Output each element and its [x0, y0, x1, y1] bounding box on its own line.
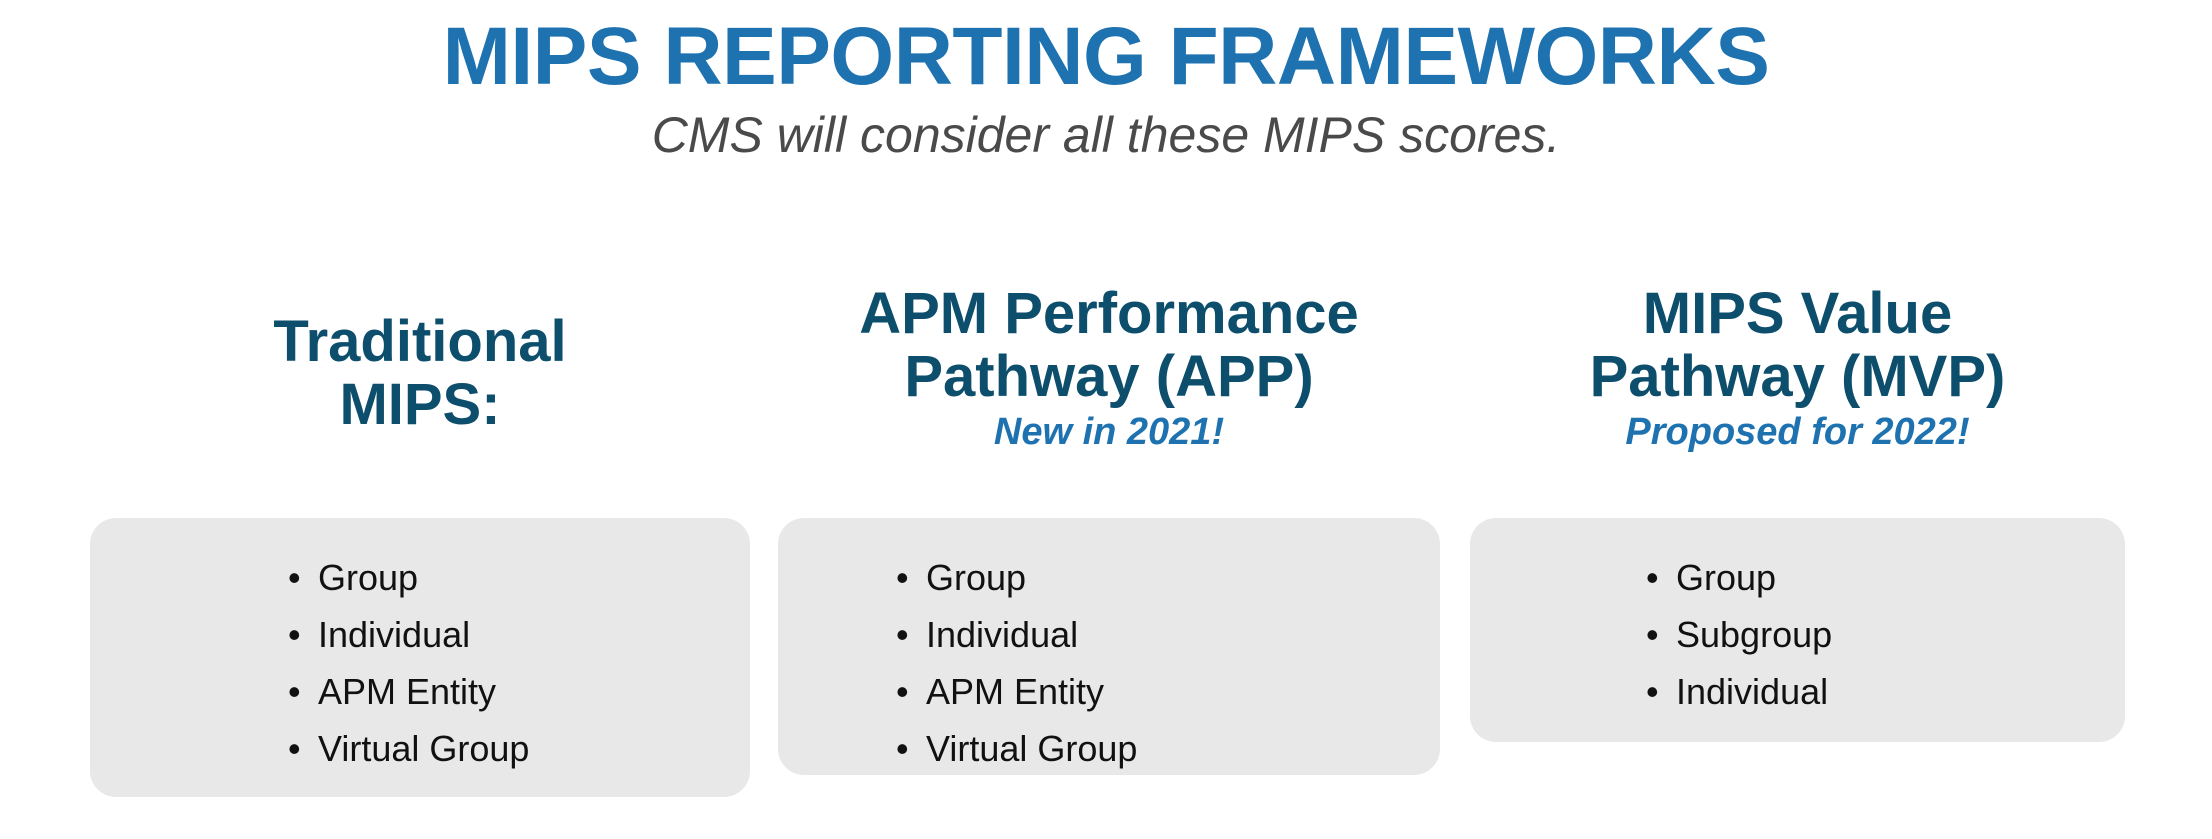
- list-item-label: Group: [1676, 557, 1777, 598]
- list-item: • APM Entity: [288, 674, 529, 710]
- reporting-options-card: • Group • Individual • APM Entity • Virt…: [90, 518, 750, 797]
- frameworks-columns: Traditional MIPS: • Group • Individual •…: [0, 262, 2212, 839]
- list-item-label: Subgroup: [1676, 614, 1833, 655]
- bullet-icon: •: [288, 557, 301, 598]
- reporting-options-list: • Group • Individual • APM Entity • Virt…: [288, 560, 529, 788]
- reporting-options-list: • Group • Subgroup • Individual: [1646, 560, 1832, 731]
- bullet-icon: •: [896, 728, 909, 769]
- reporting-options-list: • Group • Individual • APM Entity • Virt…: [896, 560, 1137, 788]
- list-item: • APM Entity: [896, 674, 1137, 710]
- list-item-label: APM Entity: [318, 671, 497, 712]
- page-subtitle: CMS will consider all these MIPS scores.: [651, 106, 1561, 163]
- bullet-icon: •: [1646, 614, 1659, 655]
- framework-column-traditional-mips: Traditional MIPS: • Group • Individual •…: [90, 262, 750, 839]
- reporting-options-card: • Group • Individual • APM Entity • Virt…: [778, 518, 1440, 775]
- framework-column-mips-value-pathway: MIPS Value Pathway (MVP) Proposed for 20…: [1470, 262, 2125, 839]
- list-item-label: Virtual Group: [318, 728, 530, 769]
- reporting-options-card: • Group • Subgroup • Individual: [1470, 518, 2125, 742]
- bullet-icon: •: [896, 671, 909, 712]
- bullet-icon: •: [288, 614, 301, 655]
- page-title: MIPS REPORTING FRAMEWORKS: [442, 11, 1770, 102]
- bullet-icon: •: [288, 671, 301, 712]
- list-item-label: Individual: [926, 614, 1079, 655]
- column-tagline: New in 2021!: [993, 411, 1225, 454]
- bullet-icon: •: [896, 614, 909, 655]
- bullet-icon: •: [288, 728, 301, 769]
- list-item-label: Individual: [318, 614, 471, 655]
- header: MIPS REPORTING FRAMEWORKS CMS will consi…: [0, 0, 2212, 163]
- list-item-label: Group: [318, 557, 419, 598]
- column-heading: MIPS Value Pathway (MVP): [1589, 281, 2006, 410]
- list-item-label: APM Entity: [926, 671, 1105, 712]
- list-item: • Group: [1646, 560, 1832, 596]
- list-item-label: Virtual Group: [926, 728, 1138, 769]
- bullet-icon: •: [1646, 557, 1659, 598]
- list-item-label: Individual: [1676, 671, 1829, 712]
- list-item-label: Group: [926, 557, 1027, 598]
- bullet-icon: •: [896, 557, 909, 598]
- framework-column-apm-performance-pathway: APM Performance Pathway (APP) New in 202…: [778, 262, 1440, 839]
- column-tagline: [90, 436, 750, 440]
- list-item: • Group: [288, 560, 529, 596]
- bullet-icon: •: [1646, 671, 1659, 712]
- column-heading: Traditional MIPS:: [273, 309, 567, 438]
- list-item: • Individual: [1646, 674, 1832, 710]
- list-item: • Virtual Group: [288, 731, 529, 767]
- list-item: • Virtual Group: [896, 731, 1137, 767]
- list-item: • Group: [896, 560, 1137, 596]
- column-heading: APM Performance Pathway (APP): [859, 281, 1359, 410]
- list-item: • Individual: [896, 617, 1137, 653]
- list-item: • Subgroup: [1646, 617, 1832, 653]
- list-item: • Individual: [288, 617, 529, 653]
- column-tagline: Proposed for 2022!: [1625, 411, 1970, 454]
